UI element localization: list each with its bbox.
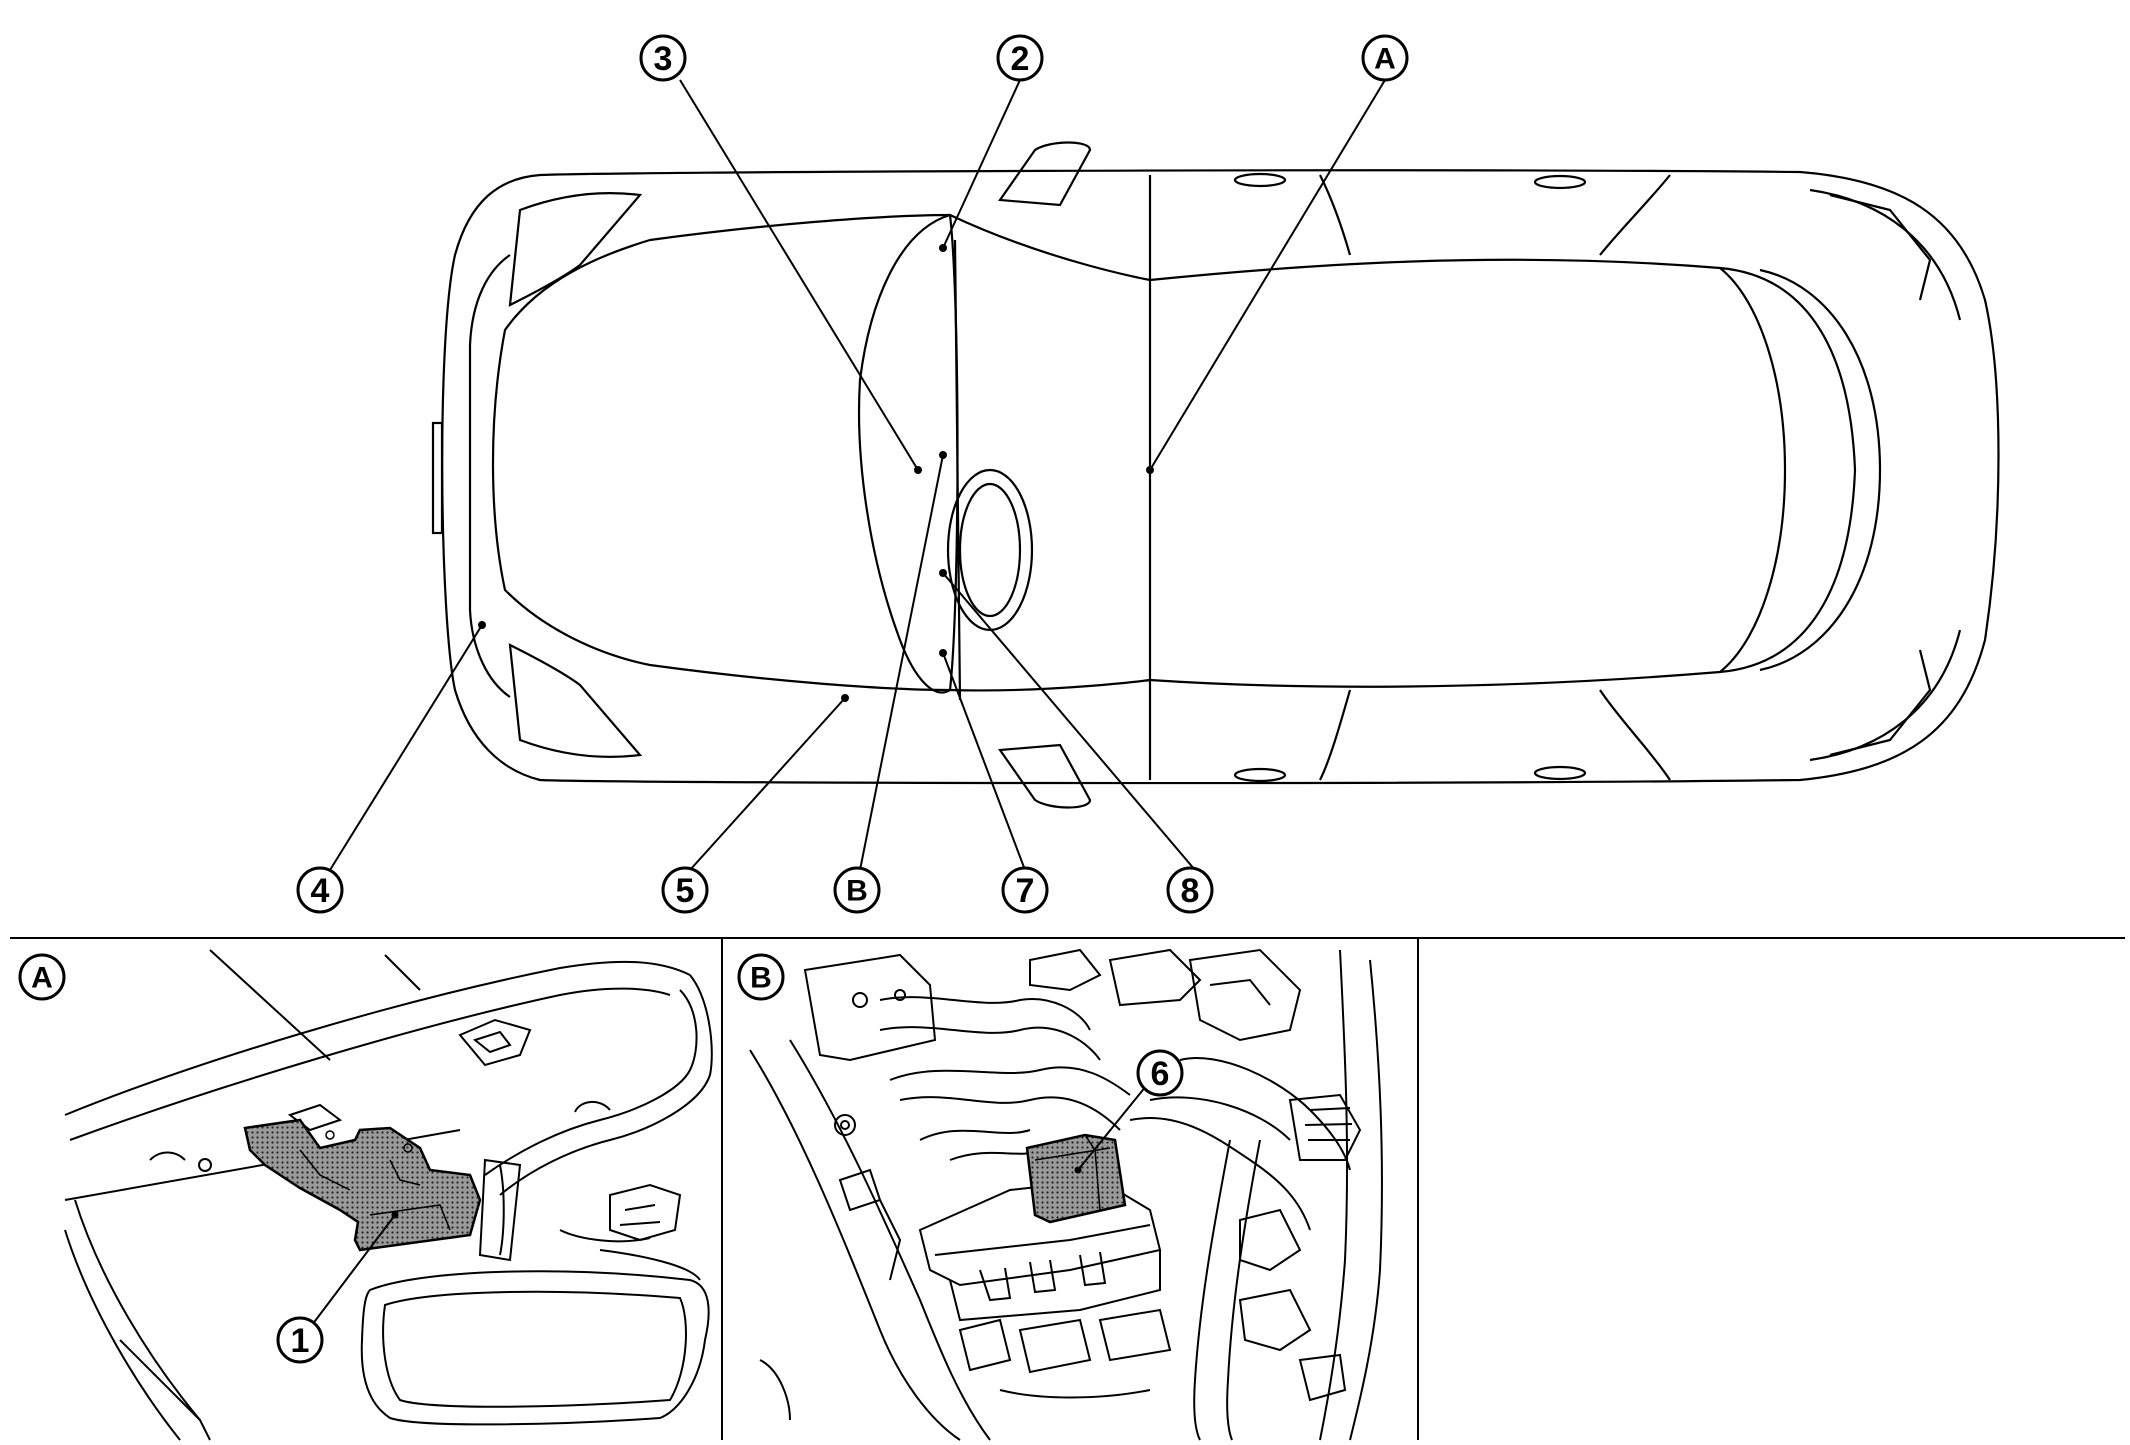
callout-1: 1 (276, 1316, 324, 1364)
component-6-shape (1025, 1133, 1127, 1224)
svg-text:B: B (750, 962, 772, 995)
svg-text:3: 3 (654, 40, 673, 78)
callout-a: A (1361, 34, 1409, 82)
svg-text:5: 5 (676, 872, 695, 910)
callout-3: 3 (639, 34, 687, 82)
svg-text:8: 8 (1181, 872, 1200, 910)
detail-panel-frame (10, 937, 2125, 1440)
callout-2: 2 (996, 34, 1044, 82)
location-dots (478, 244, 1154, 702)
detail-b-label: B (737, 953, 785, 1001)
callout-6: 6 (1136, 1049, 1184, 1097)
detail-b-panel: B (737, 948, 1383, 1441)
svg-text:B: B (846, 875, 868, 908)
car-top-view (431, 141, 2000, 809)
leader-lines (329, 79, 1386, 871)
callout-5: 5 (661, 866, 709, 914)
svg-text:7: 7 (1016, 872, 1035, 910)
callout-b: B (833, 866, 881, 914)
svg-text:A: A (1374, 43, 1396, 76)
detail-a-panel: A (18, 949, 713, 1441)
svg-text:1: 1 (291, 1322, 310, 1360)
component-1-shape (243, 1118, 482, 1252)
callout-8: 8 (1166, 866, 1214, 914)
svg-text:2: 2 (1011, 40, 1030, 78)
svg-text:A: A (31, 962, 53, 995)
detail-a-label: A (18, 953, 66, 1001)
svg-text:6: 6 (1151, 1055, 1170, 1093)
callout-4: 4 (296, 866, 344, 914)
callout-7: 7 (1001, 866, 1049, 914)
svg-text:4: 4 (311, 872, 330, 910)
